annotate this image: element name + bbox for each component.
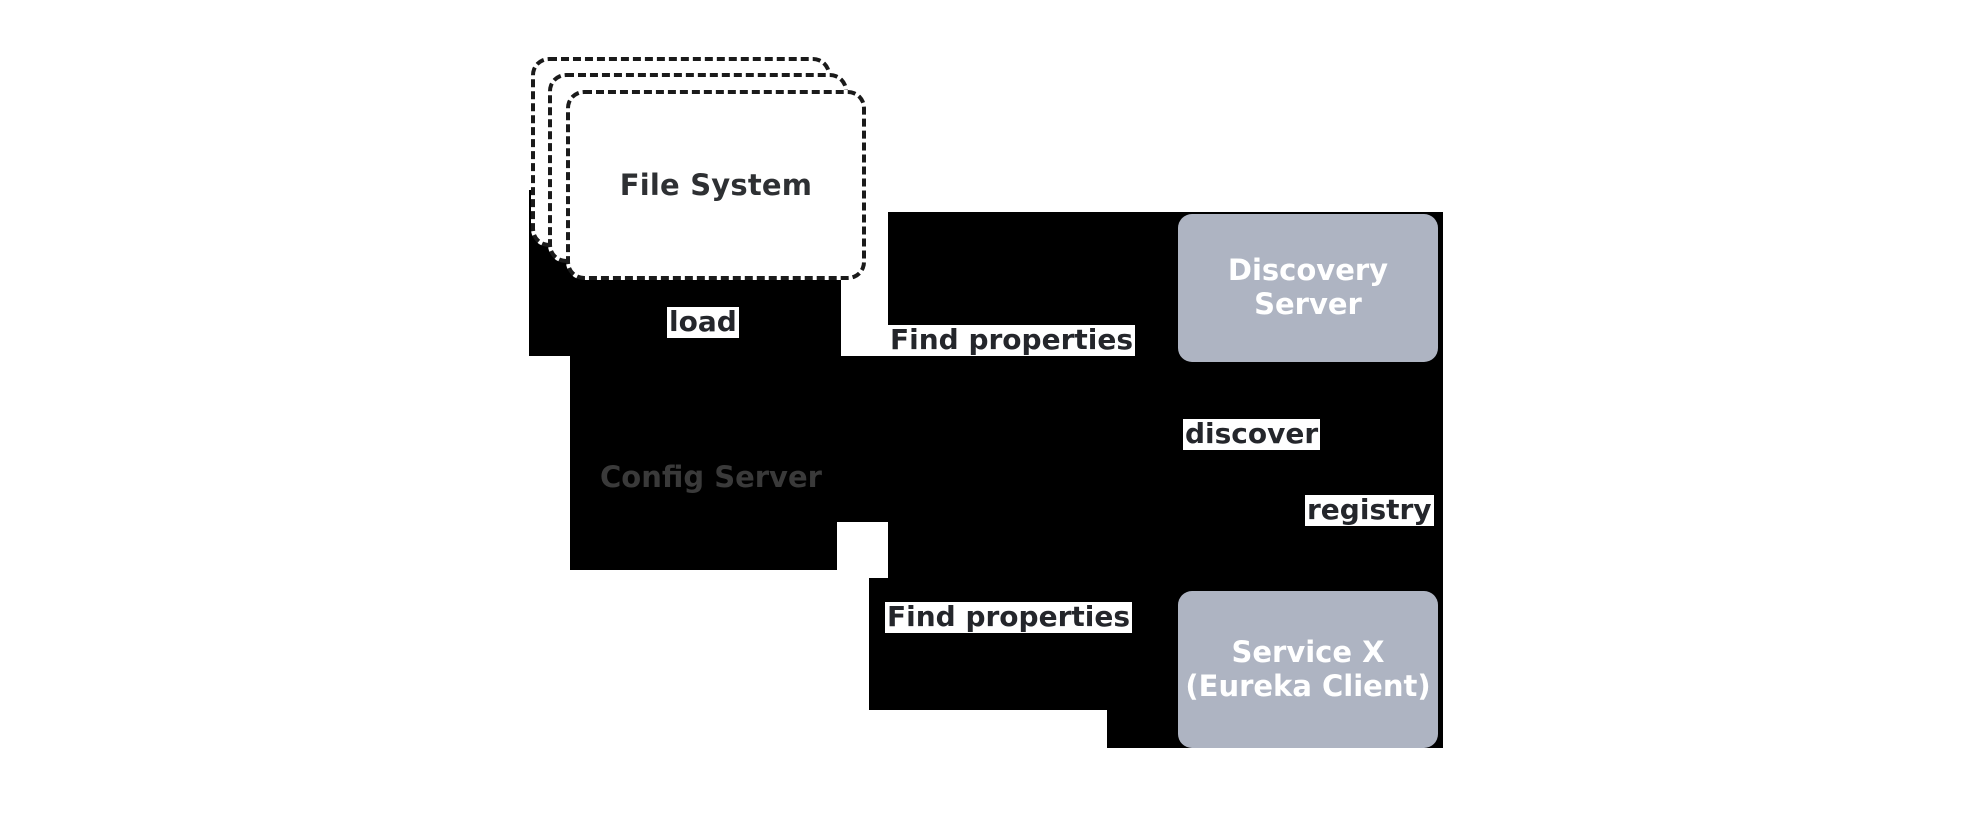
file-system-card-front[interactable]: File System [566,90,866,280]
block-config-body-lower [735,522,837,570]
discovery-server-label: Discovery Server [1227,253,1389,321]
edge-label-discover: discover [1183,417,1321,450]
service-x-label: Service X (Eureka Client) [1185,634,1431,703]
edge-label-find-properties-bottom: Find properties [885,600,1133,633]
edge-label-find-properties-top: Find properties [888,323,1136,356]
edge-label-registry: registry [1305,493,1434,526]
block-config-body [570,356,735,570]
edge-label-load: load [667,305,739,338]
config-server-title: Config Server [600,460,822,494]
discovery-server-box[interactable]: Discovery Server [1178,214,1438,362]
service-x-box[interactable]: Service X (Eureka Client) [1178,591,1438,748]
file-system-label: File System [619,168,813,202]
